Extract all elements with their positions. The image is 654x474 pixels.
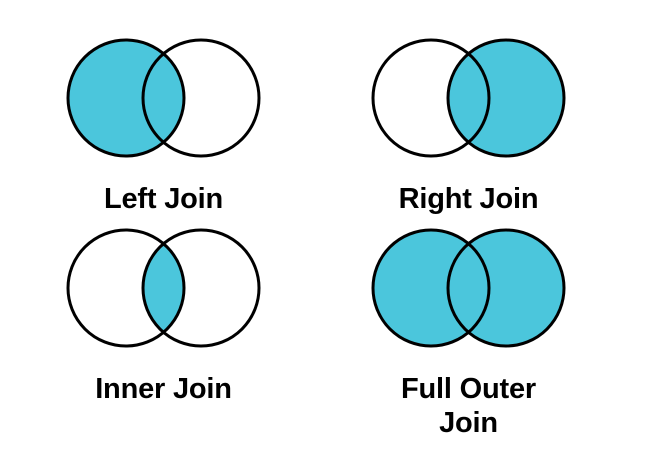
right-circle-region: [447, 230, 564, 346]
right-join-venn-svg: [371, 38, 565, 158]
venn-label-inner-join: Inner Join: [95, 373, 232, 405]
venn-cell-full-outer-join[interactable]: Full Outer Join: [305, 212, 632, 440]
intersection-region: [142, 230, 184, 346]
left-circle-outline: [371, 38, 490, 158]
intersection-region: [142, 40, 184, 156]
inner-join-venn-svg: [66, 228, 260, 348]
venn-cell-right-join[interactable]: Right Join: [305, 22, 632, 216]
left-circle-outline: [66, 228, 185, 348]
left-circle-outline: [371, 228, 490, 348]
right-circle-outline: [446, 38, 565, 158]
left-join-venn-svg: [66, 38, 260, 158]
venn-label-left-join: Left Join: [103, 183, 224, 215]
venn-cell-left-join[interactable]: Left Join: [0, 22, 327, 216]
intersection-region: [447, 40, 489, 156]
right-circle-outline: [141, 228, 260, 348]
full-outer-join-venn-svg: [371, 228, 565, 348]
venn-label-full-outer-join: Full Outer Join: [401, 373, 536, 440]
left-circle-outline: [66, 38, 185, 158]
venn-cell-inner-join[interactable]: Inner Join: [0, 212, 327, 406]
venn-label-right-join: Right Join: [398, 183, 539, 215]
right-circle-outline: [446, 228, 565, 348]
right-circle-outline: [141, 38, 260, 158]
